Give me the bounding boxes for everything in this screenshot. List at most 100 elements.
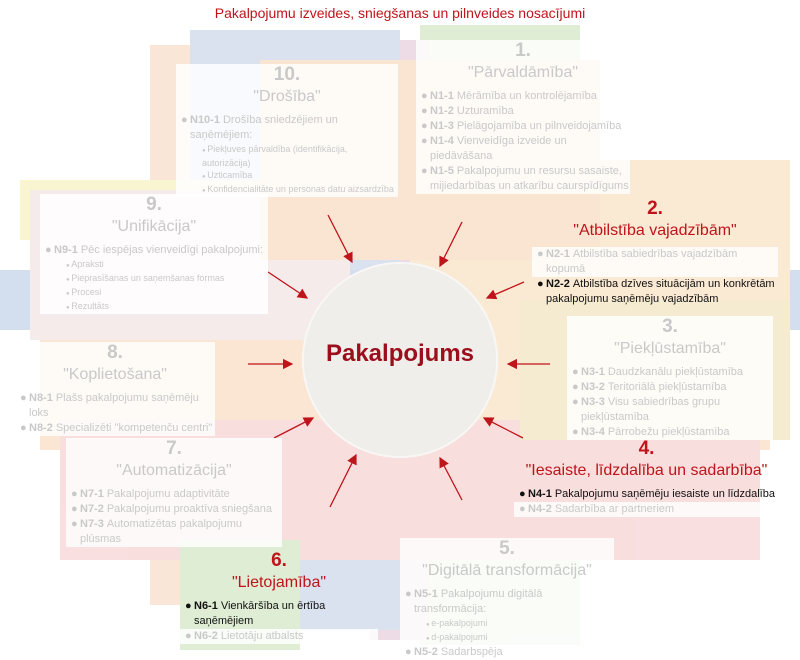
requirement-text: Visu sabiedrības grupu piekļūstamība	[581, 396, 721, 423]
requirement-text: Pakalpojumu saņēmēju iesaiste un līdzdal…	[554, 488, 775, 500]
requirement-text: Daudzkanālu piekļūstamība	[607, 366, 743, 378]
group-number: 5.	[499, 538, 515, 559]
requirement-code: N1-2	[430, 105, 454, 117]
bullet-icon: ●	[202, 188, 208, 194]
requirement-code: N8-1	[29, 392, 53, 404]
sub-item: ● Procesi	[40, 286, 268, 300]
sub-item: ● Apraksti	[40, 258, 268, 272]
bullet-icon: ●	[426, 622, 432, 628]
group-number: 1.	[515, 40, 531, 61]
requirement-code: N3-2	[581, 381, 605, 393]
requirement-text: Atbilstība sabiedrības vajadzībām kopumā	[546, 248, 738, 275]
bullet-icon: ●	[421, 135, 428, 147]
requirement-code: N7-2	[80, 503, 104, 515]
requirement-code: N1-4	[430, 135, 454, 147]
sub-item: ● Piekļuves pārvaldība (identifikācija, …	[176, 143, 398, 169]
requirement-code: N3-4	[581, 426, 605, 438]
group-number: 2.	[647, 198, 663, 219]
bullet-icon: ●	[181, 114, 188, 126]
requirement-code: N1-1	[430, 90, 454, 102]
bullet-icon: ●	[185, 600, 192, 612]
sub-item-text: Uzticamība	[207, 170, 253, 180]
bullet-icon: ●	[572, 426, 579, 438]
sub-item-text: Apraksti	[71, 259, 104, 269]
requirement-code: N6-1	[194, 600, 218, 612]
center-label: Pakalpojums	[325, 340, 475, 367]
bullet-icon: ●	[185, 630, 192, 642]
requirement-code: N5-2	[414, 646, 438, 658]
bullet-icon: ●	[572, 366, 579, 378]
sub-item: ● e-pakalpojumi	[400, 617, 614, 631]
bullet-icon: ●	[66, 277, 72, 283]
group-name: "Pārvaldāmība"	[467, 64, 579, 81]
bullet-icon: ●	[45, 244, 52, 256]
bullet-icon: ●	[66, 291, 72, 297]
bullet-icon: ●	[405, 646, 412, 658]
bullet-icon: ●	[66, 305, 72, 311]
sub-item-text: e-pakalpojumi	[431, 618, 488, 628]
requirement-code: N10-1	[190, 114, 220, 126]
sub-item-text: Procesi	[71, 287, 102, 297]
requirement-text: Drošība sniedzējiem un saņēmējiem:	[190, 114, 338, 141]
sub-item-text: Piekļuves pārvaldība (identifikācija, au…	[202, 144, 348, 168]
sub-item-text: Rezultāts	[71, 301, 109, 311]
requirement-code: N2-1	[546, 248, 570, 260]
bullet-icon: ●	[537, 248, 544, 260]
group-number: 6.	[271, 550, 287, 571]
bullet-icon: ●	[66, 263, 72, 269]
group-name: "Iesaiste, līdzdalība un sadarbība"	[525, 462, 768, 479]
requirement-code: N1-3	[430, 120, 454, 132]
group-name: "Drošība"	[253, 88, 321, 105]
sub-item: ● d-pakalpojumi	[400, 631, 614, 645]
sub-item: ● Konfidencialitāte un personas datu aiz…	[176, 183, 398, 197]
group-name: "Piekļūstamība"	[614, 340, 726, 357]
bullet-icon: ●	[537, 278, 544, 290]
requirement-text: Plašs pakalpojumu saņēmēju loks	[29, 392, 199, 419]
arrow-4	[485, 281, 525, 300]
bullet-icon: ●	[71, 488, 78, 500]
bullet-icon: ●	[519, 503, 526, 515]
sub-item-text: Pieprasīšanas un saņemšanas formas	[71, 273, 225, 283]
requirement-text: Atbilstība dzīves situācijām un konkrētā…	[546, 278, 775, 305]
bullet-icon: ●	[421, 165, 428, 177]
group-number: 9.	[146, 194, 162, 215]
requirement-code: N4-2	[528, 503, 552, 515]
requirement-code: N7-1	[80, 488, 104, 500]
requirement-text: Uzturamība	[456, 105, 514, 117]
arrow-10	[439, 456, 463, 501]
sub-item: ● Pieprasīšanas un saņemšanas formas	[40, 272, 268, 286]
arrow-9	[329, 453, 357, 508]
arrow-3	[267, 271, 309, 299]
group-number: 8.	[107, 342, 123, 363]
center-hub	[302, 262, 498, 458]
requirement-text: Pārrobežu piekļūstamība	[607, 426, 730, 438]
diagram-title: Pakalpojumu izveides, sniegšanas un piln…	[214, 5, 586, 21]
group-name: "Koplietošana"	[63, 366, 167, 383]
requirement-text: Lietotāju atbalsts	[220, 630, 304, 642]
group-name: "Unifikācija"	[111, 218, 197, 235]
